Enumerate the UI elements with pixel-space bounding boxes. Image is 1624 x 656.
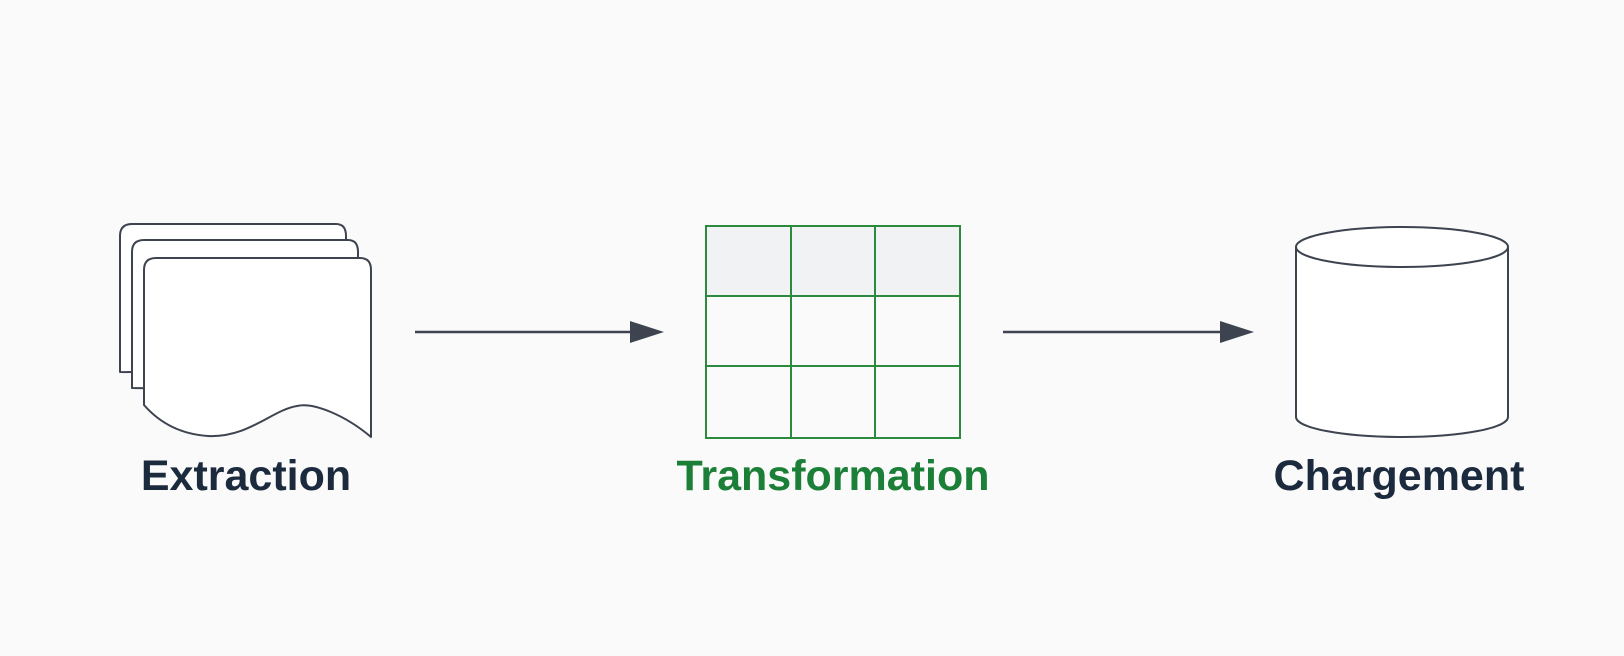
stage-label-transformation: Transformation (676, 452, 990, 500)
arrow-transformation-to-chargement (1003, 321, 1254, 343)
stage-label-chargement: Chargement (1273, 452, 1525, 500)
table-grid-icon (705, 225, 961, 439)
cylinder-body (1295, 247, 1509, 438)
stage-label-extraction: Extraction (140, 452, 352, 500)
document-front (143, 257, 372, 438)
arrow-extraction-to-transformation (415, 321, 664, 343)
cylinder-top (1295, 226, 1509, 268)
table-header-row (706, 226, 960, 296)
stacked-documents-icon (119, 223, 372, 438)
database-cylinder-icon (1295, 226, 1509, 438)
